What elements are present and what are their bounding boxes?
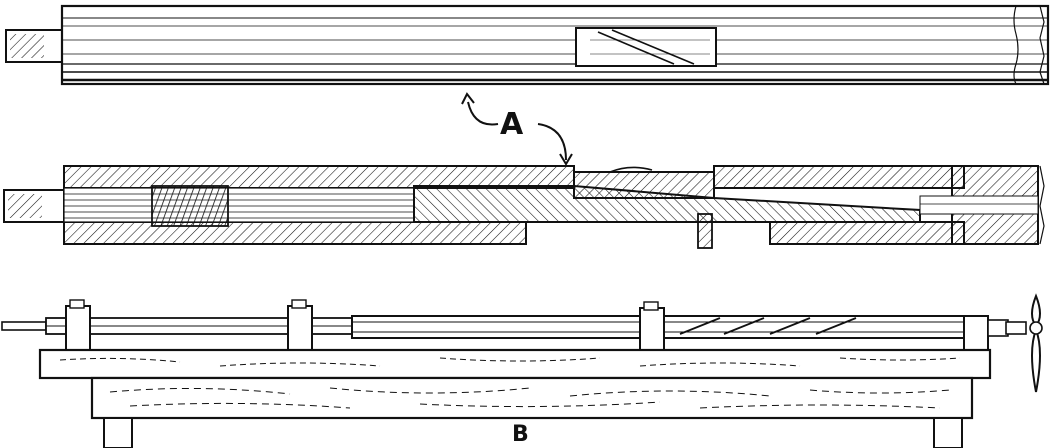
bench-body xyxy=(90,376,974,420)
label-a: A xyxy=(500,107,524,142)
bearing-block-1 xyxy=(65,305,91,353)
bench-top xyxy=(38,348,992,380)
bar-body-top xyxy=(60,4,1050,86)
section-upper-wall xyxy=(63,165,575,189)
bench-leg-right xyxy=(933,417,963,448)
bar-exterior-view xyxy=(5,4,1050,86)
bearing-block-3 xyxy=(639,307,665,353)
bench-assembly-view xyxy=(1,293,1043,448)
cutter-pin xyxy=(697,213,713,249)
label-b: B xyxy=(512,422,529,447)
section-lower-wall xyxy=(63,221,527,245)
label-a-arrows xyxy=(461,92,573,166)
bearing-block-2 xyxy=(287,305,313,353)
crank-handle xyxy=(1031,293,1041,393)
screw-thread xyxy=(151,185,229,227)
bearing-block-4 xyxy=(963,315,989,353)
bench-leg-left xyxy=(103,417,133,448)
bar-section-view xyxy=(3,165,1045,249)
cutter-slot-top xyxy=(575,27,717,67)
